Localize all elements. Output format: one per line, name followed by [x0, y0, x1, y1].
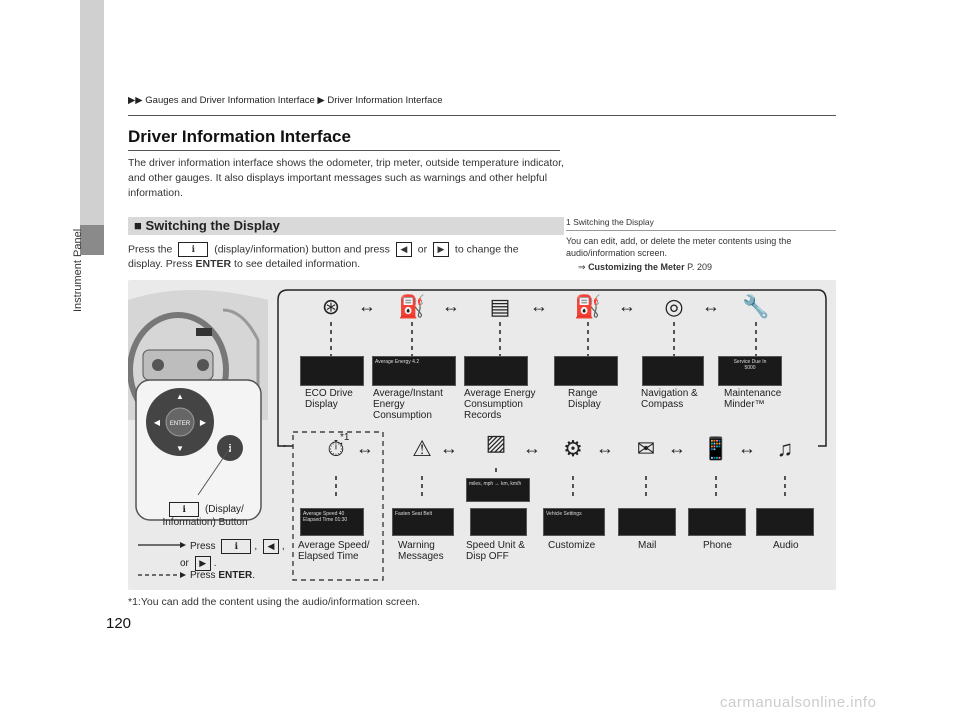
svg-text:◀: ◀ [154, 418, 161, 427]
display-diagram: ENTER ▲ ▼ ◀ ▶ i [128, 280, 836, 590]
top-label-2: Average Energy Consumption Records [464, 388, 536, 421]
swap-arrow-icon: ↔ [356, 438, 374, 458]
side-tab-marker [80, 225, 104, 255]
audio-screen [756, 508, 814, 536]
legend-press-enter: Press ENTER. [190, 570, 256, 581]
svg-text:▶: ▶ [200, 418, 207, 427]
info-button-icon: ℹ [221, 539, 252, 554]
steering-wheel-icon: ⊛ [321, 294, 341, 319]
speed-unit-screen: miles, mph ↔ km, km/h [466, 478, 530, 502]
gear-icon: ⚙ [563, 436, 583, 461]
left-arrow-icon: ◀ [395, 242, 412, 257]
music-icon: ♫ [776, 436, 794, 461]
bottom-label-6: Audio [773, 540, 799, 551]
side-note: 1 Switching the Display You can edit, ad… [566, 216, 836, 273]
left-arrow-icon: ◀ [262, 539, 279, 554]
swap-arrow-icon: ↔ [358, 296, 376, 316]
range-screen [554, 356, 618, 386]
right-arrow-icon: ▶ [194, 556, 211, 571]
bottom-label-4: Mail [638, 540, 657, 551]
swap-arrow-icon: ↔ [738, 438, 756, 458]
top-label-5: Maintenance Minder™ [724, 388, 782, 410]
legend-press: Press ℹ, ◀, [190, 539, 285, 554]
swap-arrow-icon: ↔ [702, 296, 720, 316]
breadcrumb: ▶▶ Gauges and Driver Information Interfa… [128, 95, 442, 106]
divider [128, 115, 836, 116]
bottom-label-3: Customize [548, 540, 596, 551]
svg-text:ENTER: ENTER [170, 421, 191, 427]
square-bullet-icon: ■ [134, 218, 142, 233]
wrench-icon: 🔧 [742, 294, 770, 319]
energy-screen: Average Energy 4.2 [372, 356, 456, 386]
customize-screen: Vehicle Settings [543, 508, 605, 536]
intro-text: The driver information interface shows t… [128, 157, 564, 199]
svg-text:▼: ▼ [176, 444, 184, 453]
top-label-0: ECO Drive Display [305, 388, 353, 410]
bottom-label-1: Warning Messages [398, 540, 444, 562]
swap-arrow-icon: ↔ [523, 438, 541, 458]
diagram-svg: ENTER ▲ ▼ ◀ ▶ i [128, 289, 827, 581]
eco-drive-screen [300, 356, 364, 386]
swap-arrow-icon: ↔ [668, 438, 686, 458]
bottom-label-0: Average Speed/ Elapsed Time [298, 540, 370, 562]
bottom-label-5: Phone [703, 540, 732, 551]
phone-icon: 📱 [702, 436, 730, 461]
svg-text:▲: ▲ [176, 392, 184, 401]
page-title: Driver Information Interface [128, 127, 351, 146]
navigation-screen [642, 356, 704, 386]
breadcrumb-arrow-icon: ▶▶ [128, 95, 143, 106]
swap-arrow-icon: ↔ [530, 296, 548, 316]
swap-arrow-icon: ↔ [618, 296, 636, 316]
section-heading: ■ Switching the Display [128, 217, 564, 235]
watermark: carmanualsonline.info [720, 694, 877, 711]
page-number: 120 [106, 615, 132, 632]
button-label: ℹ (Display/ Information) Button [162, 502, 248, 528]
top-label-3: Range Display [568, 388, 601, 410]
warning-screen: Fasten Seat Belt [392, 508, 454, 536]
controller-closeup: ENTER ▲ ▼ ◀ ▶ i [135, 379, 262, 521]
right-arrow-icon: ▶ [433, 242, 449, 257]
footnote: *1:You can add the content using the aud… [128, 596, 421, 608]
top-label-4: Navigation & Compass [641, 388, 698, 410]
info-button-icon: ℹ [169, 502, 200, 517]
svg-text:i: i [228, 443, 231, 455]
title-divider [128, 150, 560, 151]
disp-off-screen [470, 508, 527, 536]
note-icon: 1 [566, 217, 571, 227]
phone-screen [688, 508, 746, 536]
fuel-pump-plug-icon: ⛽ [398, 294, 426, 319]
records-screen [464, 356, 528, 386]
mail-icon: ✉ [636, 436, 656, 461]
side-label: Instrument Panel [72, 228, 84, 312]
speed-unit-icon: ▨ [485, 430, 507, 455]
info-button-icon: ℹ [178, 242, 209, 257]
side-tab-bar [80, 0, 104, 225]
swap-arrow-icon: ↔ [596, 438, 614, 458]
bottom-label-2: Speed Unit & Disp OFF [466, 540, 525, 562]
swap-arrow-icon: ↔ [440, 438, 458, 458]
breadcrumb-part1[interactable]: Gauges and Driver Information Interface [145, 95, 315, 106]
breadcrumb-part2[interactable]: Driver Information Interface [327, 95, 443, 106]
reference-icon: ⇒ [578, 262, 586, 272]
fuel-pump-icon: ⛽ [574, 294, 602, 319]
speed-time-icon: ⏱ [327, 436, 345, 461]
instructions: Press the ℹ (display/information) button… [128, 242, 519, 271]
compass-icon: ◎ [664, 294, 684, 319]
star-marker: *1 [340, 432, 350, 443]
breadcrumb-arrow-icon: ▶ [317, 95, 325, 106]
legend-or: or ▶. [180, 556, 217, 571]
bar-chart-icon: ▤ [489, 294, 511, 319]
warning-icon: ⚠ [412, 436, 432, 461]
mail-screen [618, 508, 676, 536]
reference-link[interactable]: Customizing the Meter [588, 262, 685, 272]
swap-arrow-icon: ↔ [442, 296, 460, 316]
top-label-1: Average/Instant Energy Consumption [373, 388, 443, 421]
